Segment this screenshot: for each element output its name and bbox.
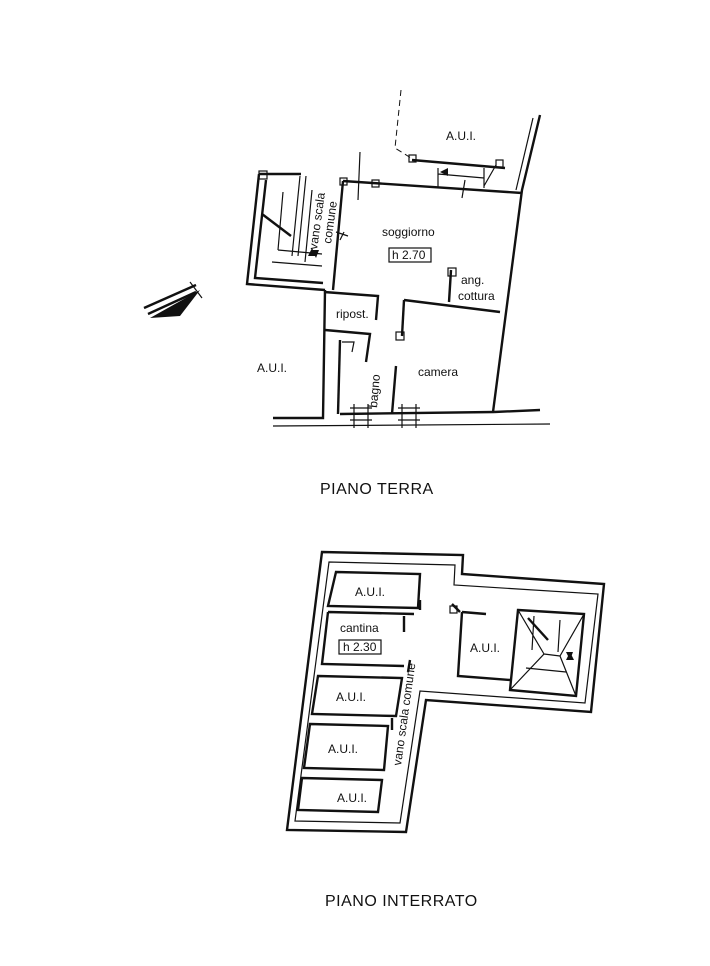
wall-pier (395, 331, 405, 341)
label-kitchen-1: ang. (461, 273, 484, 287)
stair-outer-wall (245, 172, 326, 292)
wall-pier (371, 179, 380, 188)
label-storage: ripost. (336, 307, 369, 321)
left-outer-line (272, 423, 551, 427)
wall-pier (449, 605, 458, 614)
bedroom-door-jamb (390, 365, 398, 415)
basement-inner-wall (294, 561, 599, 824)
left-outer-wall (273, 289, 327, 420)
label-aui-5: A.U.I. (337, 791, 367, 805)
ground-floor-title: PIANO TERRA (320, 481, 434, 498)
top-aui-wall (411, 158, 506, 170)
door-swing-stair (335, 231, 349, 241)
label-aui-top: A.U.I. (446, 129, 476, 143)
window-bedroom (398, 404, 420, 428)
door-swing (437, 164, 497, 188)
stair-flight-line (261, 213, 292, 237)
label-bath-vertical: bagno (366, 373, 383, 408)
basement-plan: A.U.I. cantina h 2.30 A.U.I. A.U.I. A.U.… (285, 550, 606, 910)
cell-aui-3 (302, 722, 390, 772)
living-top-wall (342, 179, 523, 195)
wall-pier (408, 154, 417, 163)
bath-door-jamb (342, 341, 355, 353)
ground-floor-plan: A.U.I. vano scala comune soggiorno h 2.7… (245, 89, 551, 498)
basement-stair-steps (509, 609, 585, 697)
right-boundary-line (515, 117, 534, 191)
storage-bottom-wall (324, 328, 372, 363)
top-wall-return (357, 151, 466, 201)
stair-run-line (304, 189, 313, 263)
label-aui-left: A.U.I. (257, 361, 287, 375)
label-cellar-height: h 2.30 (343, 640, 377, 654)
right-boundary-wall (491, 114, 542, 413)
label-living-height: h 2.70 (392, 248, 426, 262)
cell-aui-5 (296, 776, 384, 814)
cellar-door-stub (390, 600, 422, 730)
stair-living-partition (331, 180, 345, 291)
label-aui-right: A.U.I. (470, 641, 500, 655)
basement-title: PIANO INTERRATO (325, 893, 478, 910)
dashed-boundary (394, 89, 412, 159)
cell-aui-2 (310, 674, 404, 718)
wall-pier (339, 177, 348, 186)
stair-corner-pier (258, 170, 268, 180)
cell-cellar (320, 610, 415, 668)
wall-pier (495, 159, 504, 168)
bedroom-top-wall (403, 298, 501, 314)
cell-aui-right (451, 603, 511, 682)
label-aui-2: A.U.I. (336, 690, 366, 704)
right-bottom-line (493, 408, 541, 414)
label-kitchen-2: cottura (458, 289, 495, 303)
wall-pier (447, 267, 457, 277)
cell-aui-1 (326, 570, 422, 610)
label-stair-common-vertical: comune (320, 200, 340, 245)
label-living: soggiorno (382, 225, 435, 239)
bedroom-left-wall (400, 299, 406, 337)
basement-outer-wall (285, 550, 606, 834)
north-arrow-icon (143, 281, 203, 318)
cellar-height-box (338, 639, 382, 655)
label-bedroom: camera (418, 365, 458, 379)
door-arrow (440, 168, 448, 176)
storage-top-wall (323, 290, 380, 321)
bottom-wall (339, 410, 495, 416)
basement-stair-box (508, 608, 586, 698)
bath-inner-wall (336, 339, 342, 415)
stair-inner-walls (271, 175, 323, 267)
basement-stair-arrow-up (566, 652, 574, 660)
kitchen-partition (447, 269, 453, 303)
label-cellar: cantina (340, 621, 379, 635)
height-box (388, 247, 432, 263)
window-bath (350, 404, 372, 428)
label-aui-3: A.U.I. (328, 742, 358, 756)
basement-stair-line (527, 617, 549, 641)
stair-arrow-up (308, 248, 316, 256)
label-aui-1: A.U.I. (355, 585, 385, 599)
